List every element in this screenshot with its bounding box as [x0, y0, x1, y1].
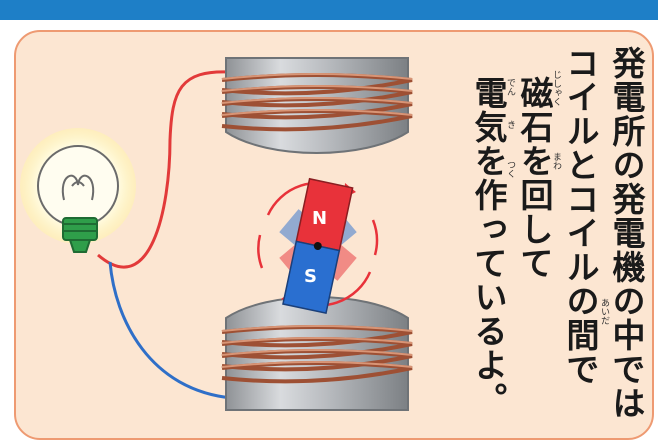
upper-coil [221, 57, 413, 154]
lower-coil [221, 296, 413, 411]
ruby-aida: あいだ [599, 298, 609, 325]
generator-illustration [20, 57, 413, 411]
ruby-tsuku: つく [505, 160, 515, 178]
top-band [0, 0, 658, 20]
ruby-den: でん [505, 78, 515, 96]
magnet-south-label: S [304, 266, 317, 287]
ruby-ki: き [505, 120, 515, 129]
text-column-1: 発電所の発電機の中では [607, 46, 646, 420]
red-wire [97, 70, 231, 269]
ruby-mawa: まわ [551, 152, 561, 170]
text-column-3: 磁石を回して [515, 76, 554, 280]
blue-wire [108, 261, 233, 400]
text-column-4: 電気を作っているよ。 [469, 76, 508, 416]
bar-magnet [282, 177, 354, 315]
text-column-2: コイルとコイルの間で [561, 46, 600, 386]
ruby-jishaku: じしゃく [551, 70, 561, 106]
magnet-north-label: N [312, 208, 328, 229]
light-bulb-icon [20, 128, 136, 253]
